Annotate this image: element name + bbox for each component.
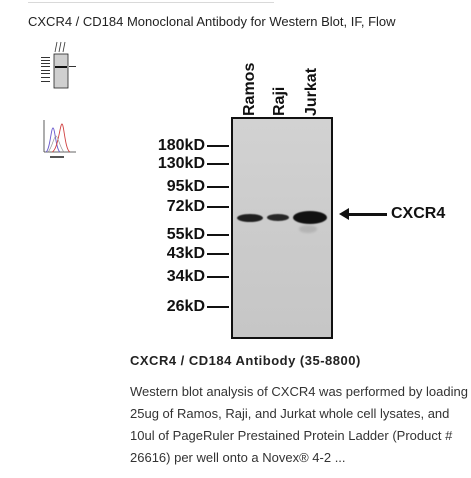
marker-180kd: 180kD: [147, 137, 229, 155]
marker-tick: [207, 276, 229, 278]
description-line: 25ug of Ramos, Raji, and Jurkat whole ce…: [130, 406, 450, 421]
marker-label: 130kD: [157, 155, 205, 172]
target-annotation: CXCR4: [339, 205, 445, 223]
marker-tick: [207, 234, 229, 236]
band-jurkat: [293, 211, 327, 224]
marker-label: 26kD: [166, 298, 205, 315]
description-line: Western blot analysis of CXCR4 was perfo…: [130, 384, 468, 399]
marker-tick: [207, 206, 229, 208]
caption-title: CXCR4 / CD184 Antibody (35-8800): [130, 353, 361, 368]
marker-43kd: 43kD: [147, 245, 229, 263]
marker-tick: [207, 253, 229, 255]
marker-tick: [207, 145, 229, 147]
lane-label-ramos: Ramos: [241, 62, 258, 116]
western-blot-figure: Ramos Raji Jurkat 180kD 130kD 95kD 72kD …: [145, 50, 385, 346]
flow-histogram-thumbnail-icon: [43, 120, 76, 158]
description-line: 26616) per well onto a Novex® 4-2 ...: [130, 450, 346, 465]
description-line: 10ul of PageRuler Prestained Protein Lad…: [130, 428, 453, 443]
caption-description: Western blot analysis of CXCR4 was perfo…: [130, 381, 470, 469]
marker-label: 180kD: [157, 137, 205, 154]
marker-26kd: 26kD: [147, 298, 229, 316]
flow-histogram-thumbnail[interactable]: [38, 114, 78, 162]
marker-label: 72kD: [166, 198, 205, 215]
band-jurkat-smear: [299, 225, 317, 233]
marker-tick: [207, 306, 229, 308]
marker-55kd: 55kD: [147, 226, 229, 244]
marker-label: 34kD: [166, 268, 205, 285]
marker-label: 43kD: [166, 245, 205, 262]
lane-label-raji: Raji: [271, 86, 288, 116]
arrow-left-icon: [339, 208, 349, 220]
target-label: CXCR4: [391, 205, 446, 222]
marker-95kd: 95kD: [147, 178, 229, 196]
arrow-shaft: [349, 212, 387, 216]
blot-membrane: [231, 117, 333, 339]
western-blot-thumbnail-icon: [41, 41, 76, 89]
marker-34kd: 34kD: [147, 268, 229, 286]
top-divider: [28, 2, 274, 3]
band-raji: [267, 214, 289, 221]
marker-tick: [207, 186, 229, 188]
marker-tick: [207, 163, 229, 165]
marker-label: 55kD: [166, 226, 205, 243]
marker-72kd: 72kD: [147, 198, 229, 216]
western-blot-thumbnail[interactable]: [38, 40, 78, 92]
marker-label: 95kD: [166, 178, 205, 195]
lane-label-jurkat: Jurkat: [303, 67, 320, 116]
band-ramos: [237, 214, 263, 222]
marker-130kd: 130kD: [147, 155, 229, 173]
page-title: CXCR4 / CD184 Monoclonal Antibody for We…: [28, 14, 396, 29]
